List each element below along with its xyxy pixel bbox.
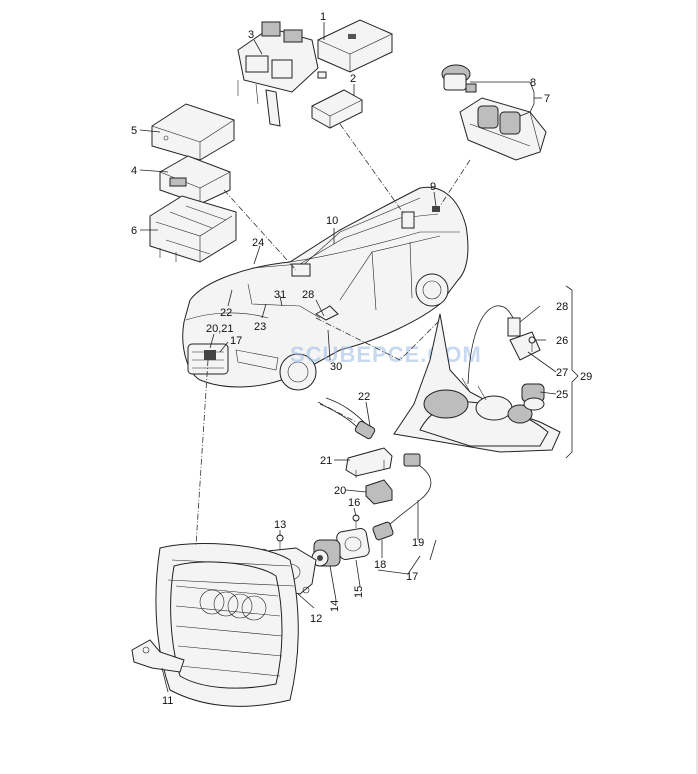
part-8-switch	[441, 64, 477, 93]
callout-4: 4	[131, 165, 137, 177]
callout-2: 2	[350, 73, 356, 85]
callout-28-mirror: 28	[556, 301, 568, 313]
part-19-cable	[385, 459, 432, 529]
part-26-screw	[528, 336, 536, 352]
callout-24: 24	[252, 237, 264, 249]
callout-28-car: 28	[302, 289, 314, 301]
part-16-screw	[352, 514, 360, 528]
part-1-control-unit	[317, 19, 393, 73]
part-2-module	[311, 89, 363, 129]
callout-3: 3	[248, 29, 254, 41]
part-21-bracket	[345, 447, 393, 478]
part-6-bracket-tray	[149, 195, 237, 263]
part-20-clip	[365, 479, 393, 505]
watermark-text: SCUBEPCE.COM	[290, 342, 482, 367]
callout-22-cable: 22	[358, 391, 370, 403]
callout-5: 5	[131, 125, 137, 137]
callout-12: 12	[310, 613, 322, 625]
callout-17-car: 17	[230, 335, 242, 347]
part-18-connector	[372, 521, 394, 541]
callout-29: 29	[580, 371, 592, 383]
mirror-assembly	[393, 313, 561, 453]
part-7-handle-assembly	[459, 97, 547, 161]
part-13-screw	[276, 534, 284, 550]
callout-13: 13	[274, 519, 286, 531]
callout-25: 25	[556, 389, 568, 401]
callout-26: 26	[556, 335, 568, 347]
callout-19: 19	[412, 537, 424, 549]
part-3-relay-bracket	[237, 21, 327, 127]
callout-16: 16	[348, 497, 360, 509]
part-11-bracket	[131, 639, 185, 673]
callout-31: 31	[274, 289, 286, 301]
callout-11: 11	[162, 695, 173, 707]
part-4-control-unit	[159, 155, 231, 205]
callout-1: 1	[320, 11, 326, 23]
callout-15: 15	[353, 586, 365, 598]
callout-21: 21	[320, 455, 332, 467]
part-14-camera	[311, 539, 341, 567]
callout-23: 23	[254, 321, 266, 333]
car-body	[182, 186, 469, 391]
callout-18: 18	[374, 559, 386, 571]
part-22-cable	[319, 397, 376, 440]
callout-30: 30	[330, 361, 342, 373]
leader-lines	[139, 22, 579, 693]
part-19-connector	[403, 453, 421, 467]
assembly-lines	[195, 123, 471, 546]
part-25-camera	[521, 383, 545, 411]
callout-17-cable: 17	[406, 571, 418, 583]
radiator-grille	[155, 543, 299, 707]
callout-27: 27	[556, 367, 568, 379]
callout-7: 7	[544, 93, 550, 105]
part-15-frame	[336, 528, 370, 560]
callout-8: 8	[530, 77, 536, 89]
callout-labels: 1 2 3 4 5 6 7 8 9 10 11 12 13 14 15 16 1…	[131, 11, 592, 707]
callout-14: 14	[329, 600, 341, 612]
callout-9: 9	[430, 181, 436, 193]
part-28-connector	[507, 317, 521, 337]
callout-6: 6	[131, 225, 137, 237]
part-5-control-unit	[151, 103, 235, 161]
callout-22-car: 22	[220, 307, 232, 319]
callout-20-21: 20,21	[206, 323, 234, 335]
callout-10: 10	[326, 215, 338, 227]
callout-20: 20	[334, 485, 346, 497]
